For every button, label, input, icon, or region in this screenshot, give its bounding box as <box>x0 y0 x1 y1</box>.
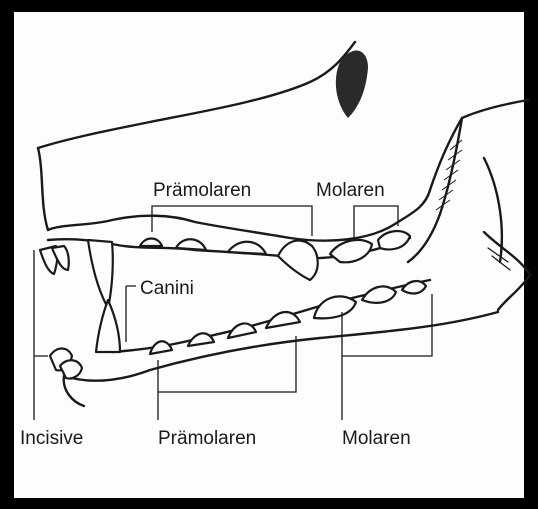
upper-premolar <box>278 241 318 280</box>
lower-jaw <box>50 280 498 406</box>
lower-premolar <box>228 323 256 338</box>
label-canines: Canini <box>140 278 194 299</box>
lower-premolar <box>150 341 172 354</box>
top-premolars-bracket <box>152 206 312 236</box>
leader-lines <box>34 206 432 420</box>
cranium-line <box>38 42 355 148</box>
ramus-line <box>484 232 530 310</box>
incisors-bracket <box>34 250 48 420</box>
lower-molar <box>314 296 356 318</box>
lower-molar <box>402 281 426 293</box>
label-bottom-incisors: Incisive <box>20 428 83 449</box>
label-bottom-molars: Molaren <box>342 428 411 449</box>
lower-premolar <box>188 333 214 346</box>
label-bottom-premolars: Prämolaren <box>158 428 256 449</box>
lower-molar <box>362 286 396 302</box>
label-top-premolars: Prämolaren <box>153 180 251 201</box>
upper-premolar <box>176 239 206 250</box>
upper-molar <box>330 240 372 262</box>
lower-premolar <box>266 312 300 328</box>
upper-canine <box>88 240 113 308</box>
label-top-molars: Molaren <box>316 180 385 201</box>
upper-premolar <box>228 242 266 254</box>
upper-molar <box>378 231 410 249</box>
upper-premolar <box>140 239 162 247</box>
zygomatic-line <box>430 100 528 190</box>
cheek-hatching <box>408 118 462 262</box>
lower-canine <box>96 300 120 352</box>
canines-bracket <box>126 286 136 342</box>
